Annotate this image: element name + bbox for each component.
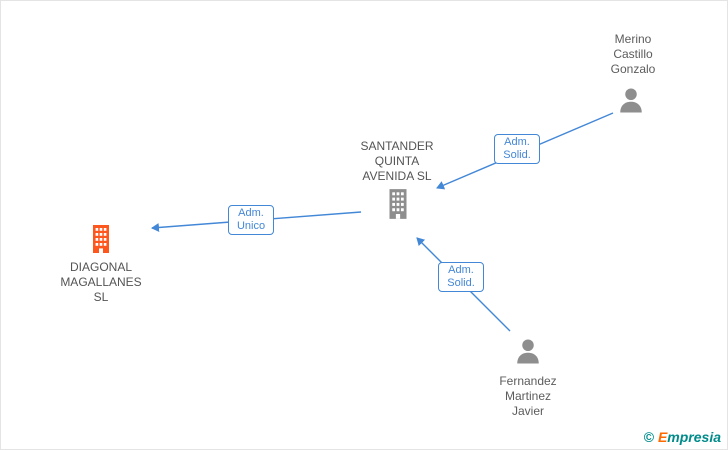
edge-label-line: Adm.	[238, 207, 264, 219]
copyright-icon: ©	[643, 429, 655, 445]
node-label-line: MAGALLANES	[60, 275, 142, 289]
node-label-merino-castillo-gonzalo[interactable]: Merino Castillo Gonzalo	[588, 32, 678, 77]
node-label-fernandez-martinez-javier[interactable]: Fernandez Martinez Javier	[483, 374, 573, 419]
edge-label-adm-solid-fernandez: Adm. Solid.	[438, 262, 484, 292]
edge-label-line: Unico	[236, 220, 266, 232]
node-label-diagonal-magallanes-sl[interactable]: DIAGONAL MAGALLANES SL	[46, 260, 156, 305]
node-label-line: AVENIDA SL	[362, 169, 432, 183]
person-icon-fernandez[interactable]	[513, 337, 543, 367]
node-label-line: Fernandez	[499, 374, 557, 388]
empresia-watermark[interactable]: © Empresia	[644, 429, 721, 445]
edge-label-line: Adm.	[448, 264, 474, 276]
node-label-line: Martinez	[504, 389, 551, 403]
node-label-line: Castillo	[613, 47, 653, 61]
node-label-line: Gonzalo	[610, 62, 656, 76]
node-label-line: QUINTA	[374, 154, 420, 168]
edge-label-line: Solid.	[447, 277, 475, 289]
node-label-line: SANTANDER	[360, 139, 434, 153]
person-icon-merino[interactable]	[616, 86, 646, 116]
node-label-line: Merino	[614, 32, 652, 46]
node-label-santander-quinta-avenida-sl[interactable]: SANTANDER QUINTA AVENIDA SL	[347, 139, 447, 184]
edge-label-adm-solid-merino: Adm. Solid.	[494, 134, 540, 164]
company-icon-diagonal[interactable]	[86, 223, 116, 260]
node-label-line: SL	[93, 290, 109, 304]
edge-label-adm-unico: Adm. Unico	[228, 205, 274, 235]
node-label-line: DIAGONAL	[69, 260, 132, 274]
node-label-line: Javier	[511, 404, 544, 418]
edge-label-line: Adm.	[504, 136, 530, 148]
edge-label-line: Solid.	[503, 149, 531, 161]
company-icon-santander[interactable]	[382, 187, 414, 226]
brand-text: Empresia	[657, 429, 721, 445]
